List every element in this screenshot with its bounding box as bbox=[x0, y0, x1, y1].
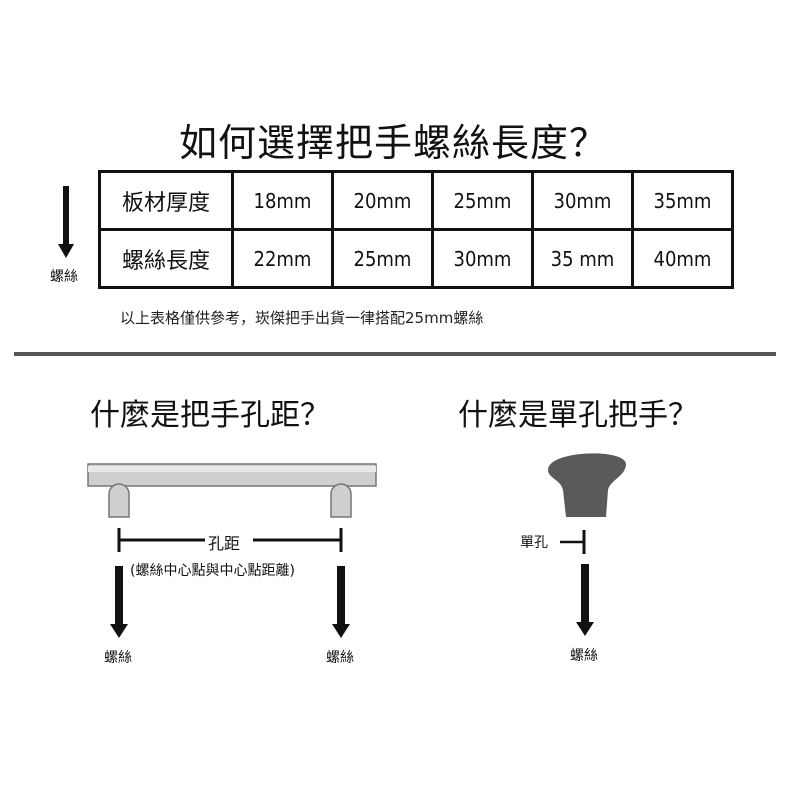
side-screw-icon bbox=[58, 186, 74, 258]
hole-distance-label: 孔距 bbox=[208, 534, 241, 553]
table-cell: 20mm bbox=[331, 170, 434, 231]
table-cell: 40mm bbox=[631, 228, 734, 289]
table-cell: 35 mm bbox=[531, 228, 634, 289]
single-hole-title: 什麼是單孔把手？ bbox=[458, 398, 698, 433]
single-hole-label: 單孔 bbox=[520, 535, 548, 551]
row-header: 板材厚度 bbox=[98, 170, 234, 231]
right-screw-label: 螺絲 bbox=[326, 650, 354, 666]
table-cell: 35mm bbox=[631, 170, 734, 231]
left-screw-label: 螺絲 bbox=[104, 650, 132, 666]
table-cell: 22mm bbox=[231, 228, 334, 289]
single-hole-indicator bbox=[560, 530, 586, 554]
bar-handle-icon bbox=[87, 463, 377, 518]
left-screw-icon bbox=[110, 566, 128, 638]
page-title: 如何選擇把手螺絲長度？ bbox=[178, 121, 608, 165]
hole-distance-description: (螺絲中心點與中心點距離) bbox=[130, 563, 295, 579]
section-divider bbox=[14, 352, 776, 356]
table-cell: 25mm bbox=[431, 170, 534, 231]
hole-distance-title: 什麼是把手孔距？ bbox=[90, 398, 330, 433]
screw-length-table: 板材厚度 18mm 20mm 25mm 30mm 35mm 螺絲長度 22mm … bbox=[98, 170, 734, 289]
knob-screw-label: 螺絲 bbox=[570, 648, 598, 664]
table-note: 以上表格僅供參考，崁傑把手出貨一律搭配25mm螺絲 bbox=[120, 309, 484, 327]
right-screw-icon bbox=[332, 566, 350, 638]
row-header: 螺絲長度 bbox=[98, 228, 234, 289]
hole-distance-dimension bbox=[117, 528, 343, 552]
table-cell: 25mm bbox=[331, 228, 434, 289]
knob-screw-icon bbox=[576, 564, 594, 636]
table-row: 板材厚度 18mm 20mm 25mm 30mm 35mm bbox=[98, 170, 734, 231]
side-screw-label: 螺絲 bbox=[50, 269, 78, 285]
table-row: 螺絲長度 22mm 25mm 30mm 35 mm 40mm bbox=[98, 228, 734, 289]
table-cell: 30mm bbox=[531, 170, 634, 231]
table-cell: 30mm bbox=[431, 228, 534, 289]
table-cell: 18mm bbox=[231, 170, 334, 231]
knob-handle-icon bbox=[548, 453, 626, 517]
